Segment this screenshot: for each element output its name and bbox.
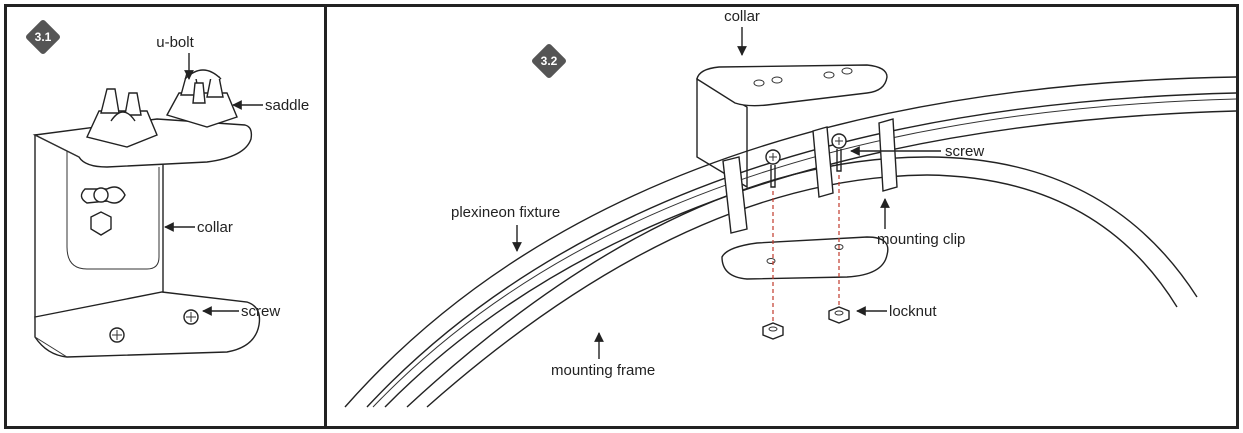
collar-bottom-plate bbox=[721, 236, 889, 280]
step-badge-label: 3.2 bbox=[541, 54, 558, 68]
collar-assembly-drawing: 3.1 bbox=[26, 20, 309, 358]
mounting-clip bbox=[722, 118, 898, 234]
label-collar: collar bbox=[724, 8, 760, 25]
panel-step-3-2: 3.2 bbox=[327, 4, 1239, 429]
step-badge: 3.2 bbox=[532, 44, 566, 78]
label-plexineon-fixture: plexineon fixture bbox=[451, 204, 560, 221]
label-collar: collar bbox=[197, 219, 233, 236]
label-mounting-frame: mounting frame bbox=[551, 362, 655, 379]
fixture-mounting-drawing: 3.2 bbox=[344, 8, 1236, 408]
step-badge-label: 3.1 bbox=[35, 30, 52, 44]
label-saddle: saddle bbox=[265, 97, 309, 114]
collar-bracket bbox=[32, 118, 261, 358]
label-mounting-clip: mounting clip bbox=[877, 231, 965, 248]
step-badge: 3.1 bbox=[26, 20, 60, 54]
u-bolt-and-saddle bbox=[86, 69, 238, 148]
label-u-bolt: u-bolt bbox=[156, 34, 194, 51]
label-screw: screw bbox=[241, 303, 280, 320]
screws bbox=[765, 133, 847, 188]
label-locknut: locknut bbox=[889, 303, 937, 320]
label-screw: screw bbox=[945, 143, 984, 160]
panel-step-3-1: 3.1 bbox=[4, 4, 327, 429]
locknuts bbox=[762, 306, 850, 340]
